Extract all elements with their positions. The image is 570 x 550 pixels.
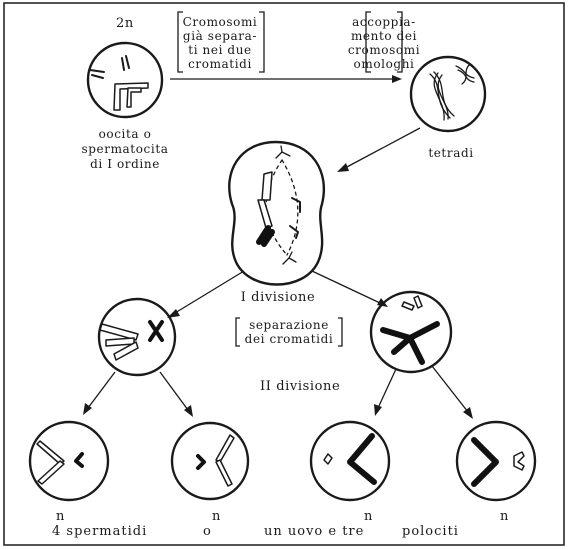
chromatid-separation-note: separazione dei cromatidi: [245, 318, 334, 346]
arrowhead: [184, 405, 193, 417]
bracket-right: [338, 317, 343, 347]
footer-spermatids: 4 spermatidi: [52, 524, 147, 539]
tetrads-label: tetradi: [428, 146, 473, 160]
bracket-left: [365, 11, 371, 73]
gamete-cell-3: [309, 420, 391, 502]
sister-chromatids-line2: già separa-: [183, 29, 257, 43]
tetrads-cell: [409, 55, 487, 133]
gamete-4-chromosomes: [471, 437, 525, 487]
sister-chromatids-note: Cromosomi già separa- ti nei due cromati…: [183, 15, 258, 71]
oocyte-caption-line2: spermatocita: [82, 142, 169, 156]
footer-polar-bodies: polociti: [402, 524, 459, 539]
haploid-label-2: n: [212, 509, 221, 524]
oocyte-chromosomes: [89, 55, 149, 111]
footer-or: o: [203, 524, 212, 539]
bracket-left: [235, 317, 240, 347]
arrowhead: [392, 75, 402, 83]
sister-chromatids-line3: ti nei due: [188, 43, 251, 57]
homolog-pairing-line1: accoppia-: [352, 15, 416, 29]
sister-chromatids-line1: Cromosomi: [183, 15, 258, 29]
gamete-cell-1: [28, 420, 110, 502]
homolog-pairing-line2: mento dei: [351, 29, 417, 43]
sister-chromatids-line4: cromatidi: [188, 57, 252, 71]
left-daughter-chromosomes: [99, 320, 164, 361]
arrowhead: [337, 163, 349, 172]
gamete-cell-4: [455, 420, 537, 502]
haploid-label-4: n: [500, 509, 509, 524]
spindle-and-chromosomes: [256, 145, 301, 265]
arrow-to-left-daughter: [174, 270, 245, 314]
oocyte-caption: oocita o spermatocita di I ordine: [82, 127, 169, 171]
haploid-label-3: n: [364, 509, 373, 524]
right-daughter-cell: [369, 290, 453, 374]
chromatid-separation-line1: separazione: [249, 318, 329, 332]
arrowhead: [374, 404, 382, 416]
chromatid-separation-line2: dei cromatidi: [245, 332, 334, 346]
bracket-right: [397, 11, 403, 73]
oocyte-cell: [86, 41, 164, 119]
gamete-1-chromosomes: [36, 440, 84, 485]
arrow-to-gamete-2: [159, 371, 189, 411]
bracket-right: [259, 11, 265, 73]
dividing-cell: [228, 140, 326, 286]
arrow-to-division: [344, 127, 421, 169]
bracket-left: [177, 11, 183, 73]
oocyte-caption-line1: oocita o: [99, 127, 152, 141]
arrow-to-gamete-4: [431, 365, 469, 413]
tetrad-chromosomes: [429, 63, 475, 121]
arrowhead: [167, 309, 180, 318]
haploid-label-1: n: [56, 509, 65, 524]
right-daughter-chromosomes: [380, 295, 440, 365]
gamete-cell-2: [170, 421, 250, 501]
footer-egg: un uovo e tre: [264, 524, 364, 539]
arrow-to-gamete-3: [377, 368, 397, 409]
homolog-pairing-line4: omologhi: [354, 57, 415, 71]
gamete-3-chromosomes: [323, 433, 377, 485]
ploidy-2n-label: 2n: [116, 16, 134, 31]
outer-frame: [3, 2, 565, 546]
second-division-label: II divisione: [260, 379, 340, 394]
homolog-pairing-line3: cromosomi: [348, 43, 420, 57]
homolog-pairing-note: accoppia- mento dei cromosomi omologhi: [348, 15, 420, 71]
gamete-2-chromosomes: [196, 434, 235, 487]
left-daughter-cell: [97, 297, 177, 377]
arrowhead: [83, 403, 92, 415]
arrowhead: [463, 407, 473, 419]
arrow-to-right-daughter: [311, 270, 381, 304]
arrow-to-gamete-1: [87, 371, 116, 409]
oocyte-caption-line3: di I ordine: [90, 157, 160, 171]
first-division-label: I divisione: [241, 290, 316, 305]
